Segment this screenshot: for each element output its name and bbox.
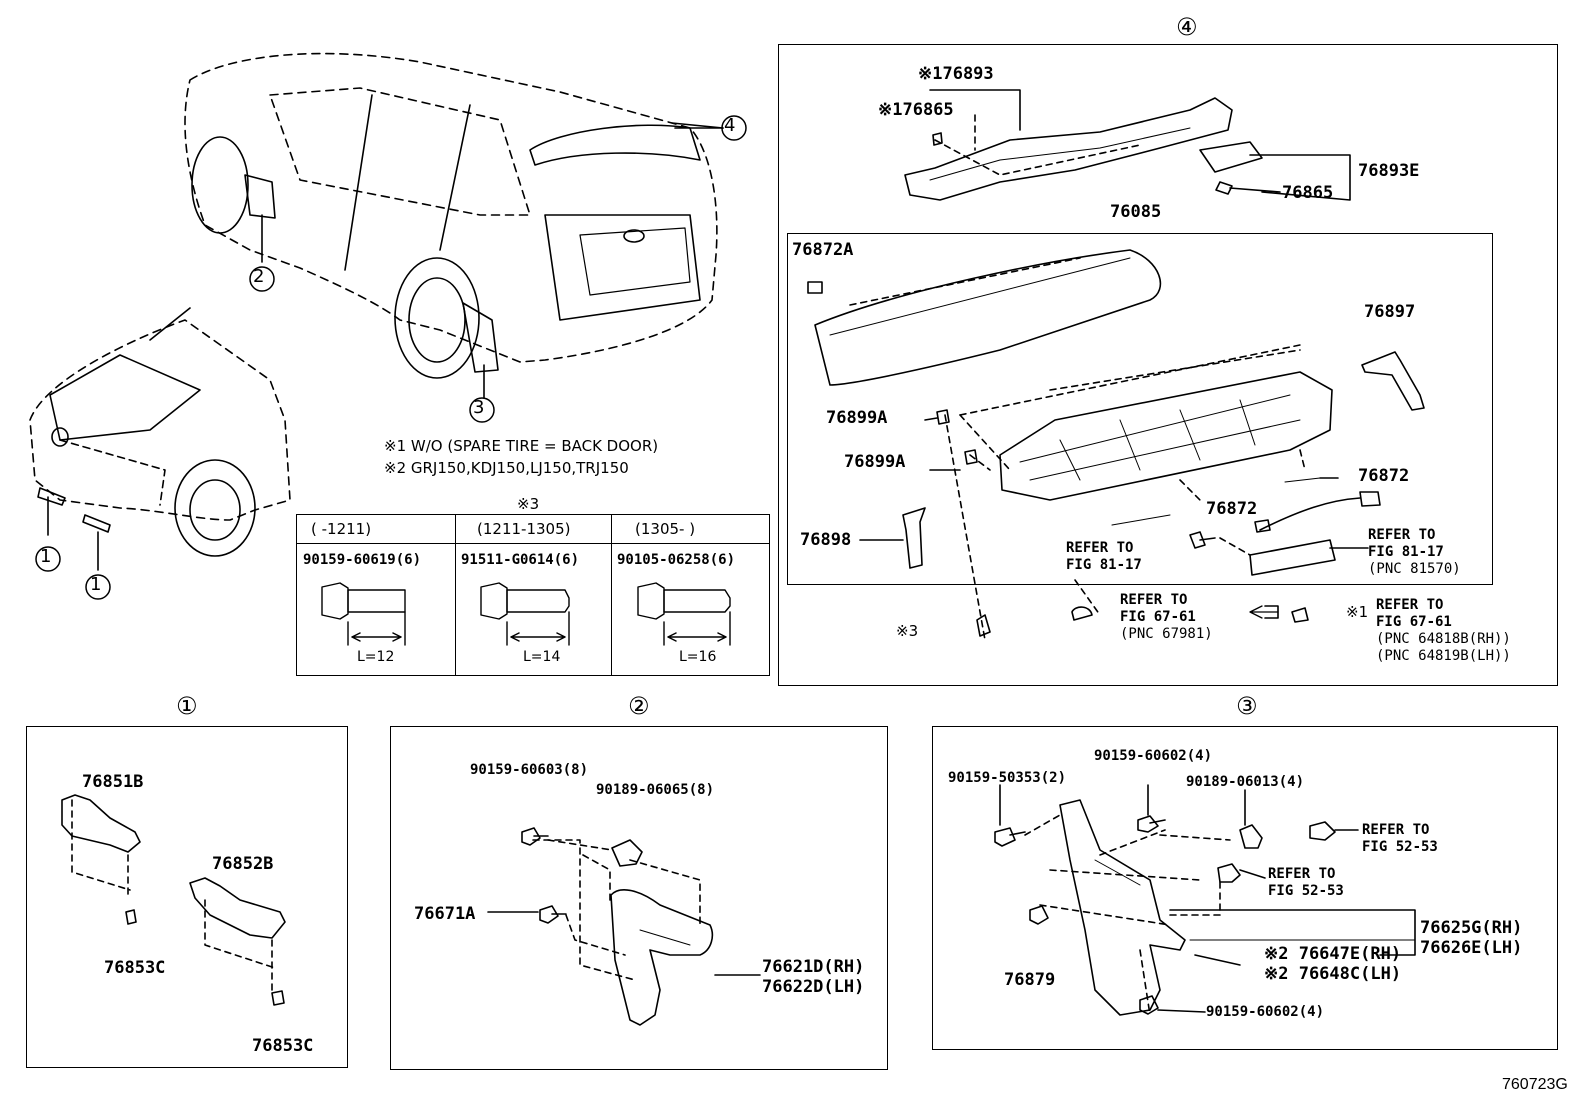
front-vehicle-illustration bbox=[29, 307, 291, 571]
part-76893E[interactable]: 76893E bbox=[1358, 161, 1420, 181]
table-part-1: 90159-60619(6) bbox=[303, 552, 422, 568]
table-header-3: (1305- ) bbox=[635, 520, 696, 538]
nut-90189-06013[interactable]: 90189-06013(4) bbox=[1186, 774, 1305, 790]
part-76897[interactable]: 76897 bbox=[1364, 302, 1416, 322]
table-header-1: ( -1211) bbox=[311, 520, 372, 538]
part-76852B[interactable]: 76852B bbox=[212, 854, 274, 874]
table-part-3: 90105-06258(6) bbox=[617, 552, 736, 568]
nut-90189-06065[interactable]: 90189-06065(8) bbox=[596, 782, 715, 798]
table-length-1: L=12 bbox=[357, 649, 395, 665]
note-2: ※2 GRJ150,KDJ150,LJ150,TRJ150 bbox=[384, 459, 629, 477]
table-length-3: L=16 bbox=[679, 649, 717, 665]
section3-panel bbox=[932, 726, 1558, 1050]
vehicle-callout-2-num: 2 bbox=[253, 266, 265, 287]
part-76671A[interactable]: 76671A bbox=[414, 904, 476, 924]
part-76865-a[interactable]: ※176865 bbox=[878, 100, 954, 120]
section1-panel bbox=[26, 726, 348, 1068]
mark-note-3: ※3 bbox=[896, 622, 919, 640]
part-76622D[interactable]: 76622D(LH) bbox=[762, 977, 865, 997]
note-3-label: ※3 bbox=[517, 495, 540, 513]
section1-title: ① bbox=[176, 692, 198, 720]
part-76085[interactable]: 76085 bbox=[1110, 202, 1162, 222]
mark-note-1: ※1 bbox=[1346, 603, 1369, 621]
part-76872-a[interactable]: 76872 bbox=[1358, 466, 1410, 486]
section4-panel bbox=[778, 44, 1558, 686]
note-1: ※1 W/O (SPARE TIRE = BACK DOOR) bbox=[384, 437, 659, 455]
bolt-variant-table: ( -1211) (1211-1305) (1305- ) 90159-6061… bbox=[296, 514, 770, 676]
figure-id: 760723G bbox=[1502, 1076, 1568, 1093]
section2-panel bbox=[390, 726, 888, 1070]
part-76853C-a[interactable]: 76853C bbox=[104, 958, 166, 978]
vehicle-callout-1b-num: 1 bbox=[90, 574, 102, 595]
part-76625G[interactable]: 76625G(RH) bbox=[1420, 918, 1523, 938]
bolt-90159-60603[interactable]: 90159-60603(8) bbox=[470, 762, 589, 778]
rear-vehicle-illustration bbox=[184, 52, 724, 399]
table-part-2: 91511-G0614(6) bbox=[461, 552, 580, 568]
section2-title: ② bbox=[628, 692, 650, 720]
table-length-2: L=14 bbox=[523, 649, 561, 665]
section4-inner-panel bbox=[787, 233, 1493, 585]
bolt-90159-60602-a[interactable]: 90159-60602(4) bbox=[1094, 748, 1213, 764]
part-76621D[interactable]: 76621D(RH) bbox=[762, 957, 865, 977]
part-76648C[interactable]: ※2 76648C(LH) bbox=[1264, 964, 1402, 984]
part-76865-b[interactable]: 76865 bbox=[1282, 183, 1334, 203]
part-76626E[interactable]: 76626E(LH) bbox=[1420, 938, 1523, 958]
bolt-90159-60602-b[interactable]: 90159-60602(4) bbox=[1206, 1004, 1325, 1020]
part-76879[interactable]: 76879 bbox=[1004, 970, 1056, 990]
part-76851B[interactable]: 76851B bbox=[82, 772, 144, 792]
part-76872-b[interactable]: 76872 bbox=[1206, 499, 1258, 519]
part-76872A[interactable]: 76872A bbox=[792, 240, 854, 260]
vehicle-callout-4-num: 4 bbox=[724, 115, 736, 136]
part-76853C-b[interactable]: 76853C bbox=[252, 1036, 314, 1056]
vehicle-callout-1a-num: 1 bbox=[40, 546, 52, 567]
section4-title: ④ bbox=[1176, 13, 1198, 41]
vehicle-callout-3-num: 3 bbox=[473, 397, 485, 418]
part-76899A-a[interactable]: 76899A bbox=[826, 408, 888, 428]
part-76898[interactable]: 76898 bbox=[800, 530, 852, 550]
bolt-90159-50353[interactable]: 90159-50353(2) bbox=[948, 770, 1067, 786]
section3-title: ③ bbox=[1236, 692, 1258, 720]
part-76647E[interactable]: ※2 76647E(RH) bbox=[1264, 944, 1402, 964]
table-header-2: (1211-1305) bbox=[477, 520, 571, 538]
part-76893[interactable]: ※176893 bbox=[918, 64, 994, 84]
part-76899A-b[interactable]: 76899A bbox=[844, 452, 906, 472]
